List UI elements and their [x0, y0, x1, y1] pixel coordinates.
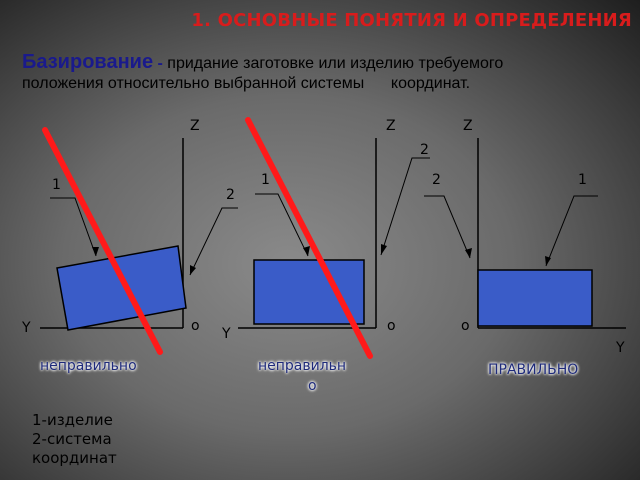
arrow-part-3: [545, 256, 551, 266]
system-number-2: 2: [420, 142, 429, 158]
definition-dash: -: [153, 55, 168, 72]
verdict-2-line-1: неправильн: [258, 358, 347, 374]
arrow-part-2: [303, 246, 310, 256]
leader-part-3: [545, 195, 598, 267]
definition-term: Базирование: [22, 51, 154, 73]
definition-line-1: придание заготовке или изделию требуемог…: [167, 55, 504, 72]
y-label-2: Y: [222, 326, 231, 342]
system-number-3: 2: [432, 172, 441, 188]
leader-system-1: [189, 207, 238, 276]
part-number-1: 1: [52, 177, 61, 193]
legend-line-3: координат: [32, 449, 117, 467]
leader-part-2: [255, 193, 309, 257]
verdict-2-line-2: о: [308, 378, 317, 394]
diagram-3: [424, 138, 626, 329]
leader-system-2: [380, 157, 430, 256]
part-number-3: 1: [578, 172, 587, 188]
diagram-1: [40, 127, 238, 355]
origin-label-3: o: [461, 318, 470, 334]
y-label-1: Y: [22, 320, 31, 336]
arrow-system-3: [465, 248, 472, 258]
legend-line-2: 2-система: [32, 430, 112, 448]
arrow-system-1: [190, 265, 196, 275]
part-1: [56, 245, 187, 331]
z-label-1: Z: [190, 118, 200, 134]
legend-line-1: 1-изделие: [32, 411, 113, 429]
diagram-2: [238, 117, 430, 359]
part-number-2: 1: [261, 172, 270, 188]
part-3: [477, 269, 593, 327]
leader-part-1: [50, 197, 97, 257]
arrow-system-2: [381, 244, 387, 255]
verdict-3: ПРАВИЛЬНО: [488, 362, 579, 378]
cross-line-1: [42, 127, 163, 355]
verdict-1: неправильно: [40, 358, 137, 374]
origin-label-1: o: [191, 318, 200, 334]
legend: 1-изделие 2-система координат: [32, 411, 117, 468]
definition-line-2: положения относительно выбранной системы…: [22, 75, 471, 92]
y-label-3: Y: [616, 340, 625, 356]
z-label-2: Z: [386, 118, 396, 134]
slide-title: 1. ОСНОВНЫЕ ПОНЯТИЯ И ОПРЕДЕЛЕНИЯ: [191, 10, 632, 31]
arrow-part-1: [92, 247, 99, 256]
leader-system-3: [424, 195, 471, 259]
origin-label-2: o: [387, 318, 396, 334]
definition-text: Базирование - придание заготовке или изд…: [22, 52, 622, 94]
system-number-1: 2: [226, 187, 235, 203]
cross-line-2: [245, 117, 373, 359]
z-label-3: Z: [463, 118, 473, 134]
